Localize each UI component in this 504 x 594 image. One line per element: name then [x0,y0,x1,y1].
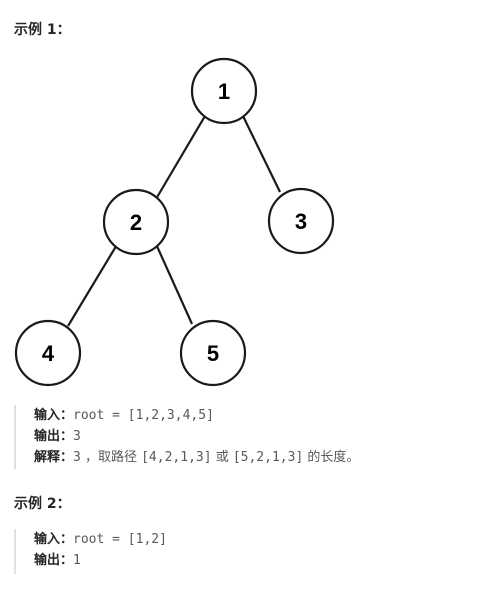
tree-node-1-label: 1 [218,79,230,104]
edge-1-3 [242,115,281,193]
explain-path-1: [4,2,1,3] [141,450,212,465]
tree-node-1: 1 [190,57,258,125]
output-value: 3 [73,429,81,444]
tree-node-3: 3 [267,187,335,255]
tree-node-4: 4 [14,319,82,387]
edge-2-5 [154,243,194,325]
example-1-input-line: 输入：root = [1,2,3,4,5] [34,405,359,426]
example-2-block: 输入：root = [1,2] 输出：1 [14,529,167,574]
input-label: 输入： [34,532,74,547]
output-value: 1 [73,553,81,568]
tree-node-5: 5 [179,319,247,387]
explain-text-2: 或 [211,450,233,465]
tree-node-5-label: 5 [207,341,219,366]
example-2-input-line: 输入：root = [1,2] [34,529,167,550]
explain-text-1: ，取路径 [80,450,142,465]
example-1-explain-line: 解释：3 ，取路径 [4,2,1,3] 或 [5,2,1,3] 的长度。 [34,447,359,468]
input-value: root = [1,2] [73,532,167,547]
tree-node-2-label: 2 [130,210,142,235]
example-1-heading: 示例 1： [14,22,71,38]
explain-text-3: 的长度。 [303,450,360,465]
output-label: 输出： [34,429,74,444]
explain-label: 解释： [34,450,74,465]
example-2-heading: 示例 2： [14,496,71,512]
output-label: 输出： [34,553,74,568]
example-1-output-line: 输出：3 [34,426,359,447]
tree-node-3-label: 3 [295,209,307,234]
edge-2-4 [67,242,119,327]
input-label: 输入： [34,408,74,423]
binary-tree-diagram: 1 2 3 4 5 [14,57,335,387]
explain-path-2: [5,2,1,3] [232,450,304,465]
example-2-output-line: 输出：1 [34,550,167,571]
edge-1-2 [155,115,206,200]
input-value: root = [1,2,3,4,5] [73,408,214,423]
tree-node-2: 2 [102,188,170,256]
tree-node-4-label: 4 [42,341,55,366]
explain-number: 3 [73,450,81,465]
example-1-block: 输入：root = [1,2,3,4,5] 输出：3 解释：3 ，取路径 [4,… [14,405,359,469]
